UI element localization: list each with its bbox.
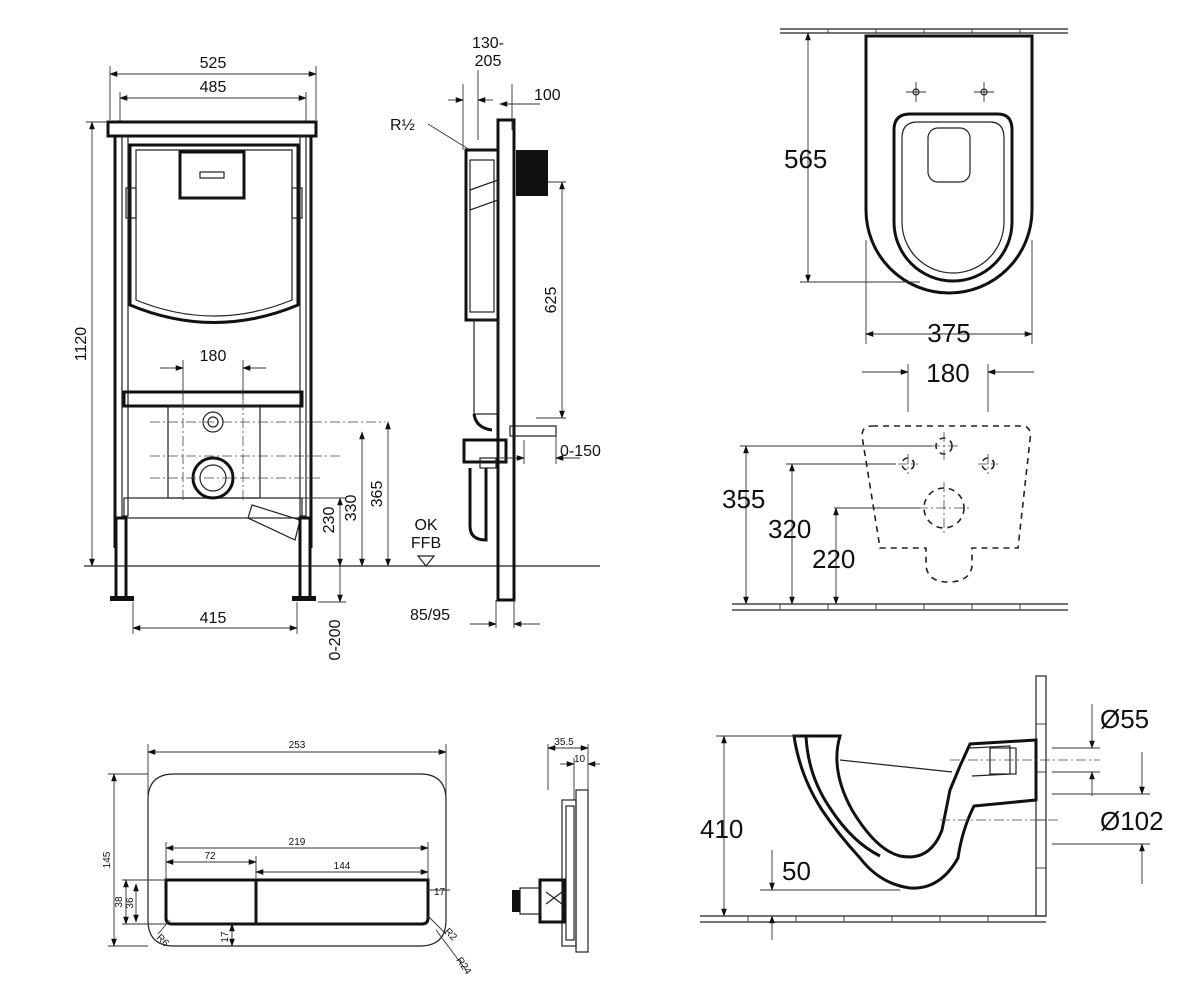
dim-depth-range-line2: 205 — [475, 53, 502, 70]
dim-foot-adjust: 0-200 — [327, 619, 344, 660]
installation-frame-side-view: 130- 205 100 R½ 625 — [390, 35, 601, 628]
dim-button-height-inner: 36 — [125, 897, 136, 909]
dim-toilet-length: 565 — [784, 144, 827, 174]
dim-frame-height: 1120 — [73, 327, 90, 362]
dim-inlet-height: 365 — [369, 481, 386, 508]
dim-inner-width: 485 — [200, 79, 227, 96]
dim-button-height-outer: 38 — [114, 896, 125, 908]
dim-bolt-spacing: 180 — [926, 358, 969, 388]
dim-depth-range-line1: 130- — [472, 35, 504, 52]
dim-top-depth: 100 — [534, 87, 561, 104]
installation-frame-front-view: 525 485 — [73, 55, 600, 660]
dim-outlet-spacing: 180 — [200, 348, 227, 365]
dim-buttons-width: 219 — [289, 837, 306, 848]
flush-plate-opening — [178, 150, 246, 200]
dim-bolt-height: 355 — [722, 484, 765, 514]
dim-radius-small: R6 — [154, 932, 171, 949]
dim-drain-height: 230 — [321, 507, 338, 534]
dim-plate-height: 145 — [102, 851, 113, 868]
dim-offset-bottom: 17 — [220, 931, 231, 943]
dim-cistern-height: 625 — [543, 287, 560, 314]
dim-base-depth: 85/95 — [410, 607, 450, 624]
dim-offset-right: 17 — [434, 887, 446, 898]
thread-label: R½ — [390, 117, 415, 134]
toilet-section-view: 410 50 Ø55 Ø102 — [700, 675, 1164, 940]
dim-back-inlet-height: 320 — [768, 514, 811, 544]
floor-label-ffb: FFB — [411, 535, 441, 552]
dim-side-plate-depth: 10 — [574, 754, 586, 765]
dim-small-button: 72 — [204, 851, 216, 862]
toilet-back-view: 180 355 320 220 — [722, 358, 1068, 611]
dim-large-button: 144 — [334, 861, 351, 872]
dim-outlet-diameter: Ø102 — [1100, 806, 1164, 836]
dim-radius-large: R24 — [454, 955, 474, 977]
floor-label-ok: OK — [414, 517, 437, 534]
toilet-top-view: 565 375 — [780, 28, 1068, 348]
dim-foot-spacing: 415 — [200, 610, 227, 627]
dim-floor-gap: 50 — [782, 856, 811, 886]
flush-plate-front-view: 253 145 38 36 219 72 144 17 17 — [102, 740, 473, 977]
dim-section-height: 410 — [700, 814, 743, 844]
dim-plate-width: 253 — [289, 740, 306, 751]
dim-back-outlet-height: 220 — [812, 544, 855, 574]
dim-side-depth: 35.5 — [554, 737, 574, 748]
dim-overall-width: 525 — [200, 55, 227, 72]
dim-outlet-height: 330 — [343, 495, 360, 522]
dim-outlet-adjust: 0-150 — [560, 443, 601, 460]
dim-toilet-width: 375 — [927, 318, 970, 348]
dim-inlet-diameter: Ø55 — [1100, 704, 1149, 734]
flush-plate-side-view: 35.5 10 — [512, 737, 600, 953]
